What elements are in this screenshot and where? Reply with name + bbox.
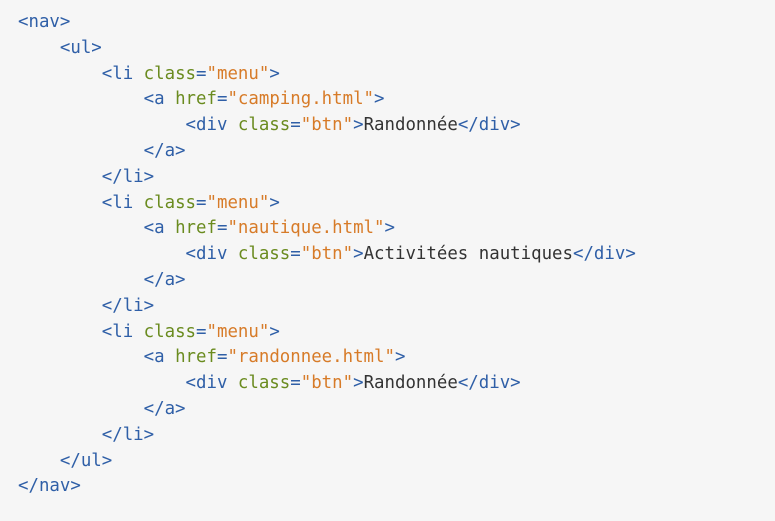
code-indent (18, 89, 144, 109)
code-attribute-token: class (237, 115, 291, 136)
code-indent (18, 141, 144, 161)
code-line: <li class="menu"> (18, 191, 775, 217)
code-attribute-token: class (143, 63, 197, 84)
code-line: </li> (18, 423, 775, 449)
code-tag-token: </a> (143, 269, 186, 290)
code-indent (18, 38, 60, 58)
code-indent (18, 115, 186, 135)
code-line: </li> (18, 165, 775, 191)
code-tag-token: </li> (101, 295, 155, 316)
code-tag-token: <div (185, 244, 238, 265)
code-tag-token: = (216, 89, 228, 110)
code-tag-token: <a (143, 347, 176, 368)
code-text-token: Activitées nautiques (363, 244, 573, 265)
code-string-token: "btn" (300, 115, 354, 136)
code-line: <div class="btn">Randonnée</div> (18, 371, 775, 397)
code-line: </a> (18, 397, 775, 423)
code-tag-token: <li (101, 63, 144, 84)
code-indent (18, 64, 102, 84)
code-indent (18, 167, 102, 187)
code-string-token: "btn" (300, 373, 354, 394)
code-string-token: "btn" (300, 244, 354, 265)
code-tag-token: = (196, 192, 207, 213)
code-tag-token: > (269, 321, 280, 342)
code-tag-token: <div (185, 373, 238, 394)
code-line: </li> (18, 294, 775, 320)
code-string-token: "nautique.html" (227, 218, 385, 239)
code-tag-token: > (353, 244, 364, 265)
code-tag-token: </li> (101, 166, 155, 187)
code-tag-token: <a (143, 89, 176, 110)
code-attribute-token: class (237, 373, 291, 394)
code-line: <ul> (18, 36, 775, 62)
code-string-token: "menu" (206, 63, 270, 84)
code-tag-token: = (290, 244, 301, 265)
code-line: </ul> (18, 449, 775, 475)
code-attribute-token: class (237, 244, 291, 265)
code-tag-token: </ul> (59, 450, 113, 471)
code-indent (18, 296, 102, 316)
code-tag-token: <a (143, 218, 176, 239)
code-string-token: "camping.html" (227, 89, 375, 110)
code-tag-token: </div> (457, 115, 521, 136)
code-indent (18, 193, 102, 213)
code-tag-token: = (196, 321, 207, 342)
code-tag-token: > (394, 347, 406, 368)
code-tag-token: <li (101, 321, 144, 342)
code-indent (18, 425, 102, 445)
code-tag-token: <ul> (59, 37, 102, 58)
code-text-token: Randonnée (363, 373, 458, 394)
code-line: <li class="menu"> (18, 62, 775, 88)
code-attribute-token: class (143, 321, 197, 342)
code-tag-token: = (216, 218, 228, 239)
code-attribute-token: href (175, 347, 217, 368)
code-tag-token: </li> (101, 424, 155, 445)
code-string-token: "randonnee.html" (227, 347, 395, 368)
code-tag-token: = (290, 373, 301, 394)
code-line: <li class="menu"> (18, 320, 775, 346)
code-tag-token: </div> (572, 244, 636, 265)
code-attribute-token: href (175, 218, 217, 239)
code-text-token: Randonnée (363, 115, 458, 136)
code-tag-token: <div (185, 115, 238, 136)
code-tag-token: > (269, 192, 280, 213)
code-line: <div class="btn">Activitées nautiques</d… (18, 242, 775, 268)
code-indent (18, 270, 144, 290)
code-line: </a> (18, 268, 775, 294)
code-indent (18, 451, 60, 471)
code-indent (18, 399, 144, 419)
code-tag-token: </a> (143, 140, 186, 161)
code-tag-token: > (353, 115, 364, 136)
code-line: <a href="camping.html"> (18, 87, 775, 113)
code-string-token: "menu" (206, 321, 270, 342)
code-tag-token: > (269, 63, 280, 84)
code-tag-token: > (384, 218, 395, 239)
code-indent (18, 373, 186, 393)
code-attribute-token: class (143, 192, 197, 213)
code-line: <a href="nautique.html"> (18, 216, 775, 242)
code-indent (18, 322, 102, 342)
code-tag-token: = (290, 115, 301, 136)
code-indent (18, 244, 186, 264)
code-line: <nav> (18, 10, 775, 36)
code-tag-token: <nav> (18, 12, 71, 32)
code-line: </a> (18, 139, 775, 165)
code-tag-token: = (216, 347, 228, 368)
code-attribute-token: href (175, 89, 217, 110)
code-indent (18, 347, 144, 367)
code-indent (18, 218, 144, 238)
code-tag-token: = (196, 63, 207, 84)
code-tag-token: </a> (143, 398, 186, 419)
code-tag-token: </nav> (18, 476, 81, 497)
code-tag-token: > (374, 89, 385, 110)
code-line: <div class="btn">Randonnée</div> (18, 113, 775, 139)
code-line: <a href="randonnee.html"> (18, 345, 775, 371)
code-line: </nav> (18, 474, 775, 500)
code-tag-token: <li (101, 192, 144, 213)
code-tag-token: > (353, 373, 364, 394)
code-tag-token: </div> (457, 373, 521, 394)
code-string-token: "menu" (206, 192, 270, 213)
